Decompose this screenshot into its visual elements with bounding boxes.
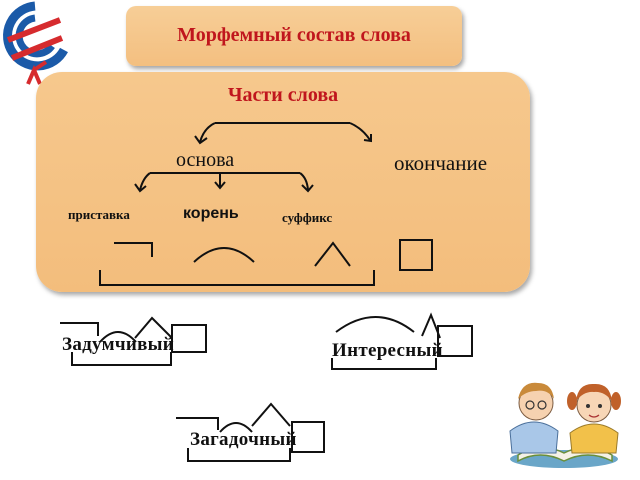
page-title: Морфемный состав слова [177,24,411,46]
suffix-label: суффикс [282,210,333,225]
top-arrow-right [349,122,371,141]
ending-label: окончание [394,151,488,175]
logo-icon [3,1,68,85]
scheme-panel [36,72,530,292]
children-reading-illustration [500,371,628,471]
scheme-title: Части слова [227,84,339,106]
prefix-sign [114,242,153,257]
example-word-3: Загадочный [190,429,297,450]
root-label: корень [183,205,239,222]
ending-sign [399,239,433,271]
example-word-1: Задумчивый [62,334,175,355]
base-label: основа [176,149,235,171]
base-sign [99,270,375,286]
example-word-2: Интересный [332,340,443,361]
root-sign [193,247,255,263]
suffix-sign [314,241,351,267]
top-arrow-left [199,122,216,143]
title-box [126,6,462,66]
prefix-label: приставка [68,207,130,222]
